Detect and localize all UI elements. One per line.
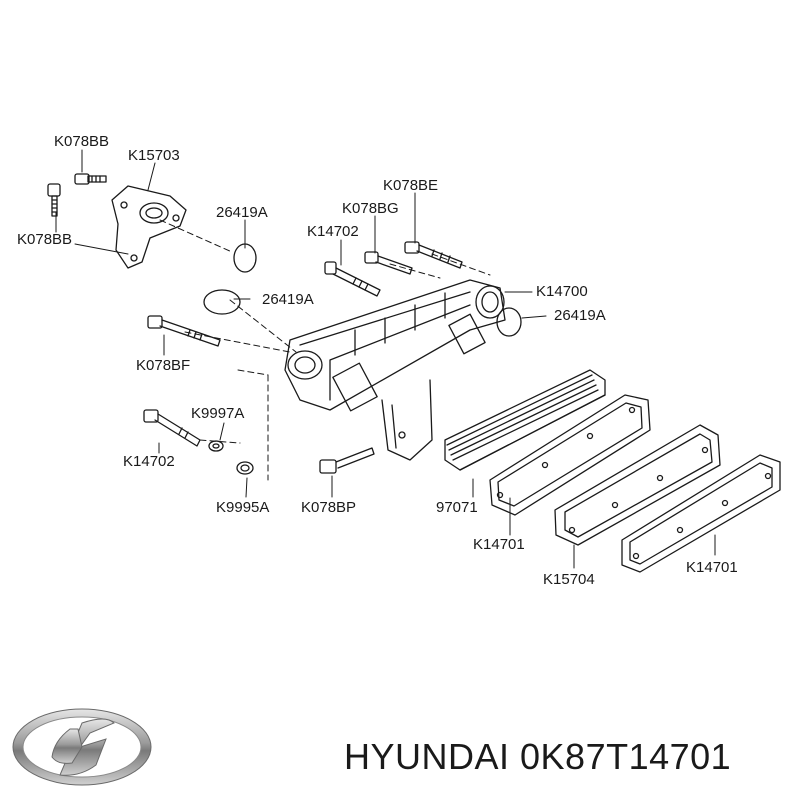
stud-k14702-top xyxy=(324,261,381,297)
callout-k078bb-top: K078BB xyxy=(54,133,110,150)
bolt-k078bb-top xyxy=(74,173,107,185)
callout-k078be: K078BE xyxy=(383,177,439,194)
callout-26419a-2: 26419A xyxy=(262,291,314,308)
cover-k15704 xyxy=(554,424,721,546)
bolt-k078bg xyxy=(364,251,413,275)
bolt-k078bp xyxy=(319,447,375,474)
callout-k078bg: K078BG xyxy=(342,200,399,217)
callout-k14702-top: K14702 xyxy=(307,223,359,240)
callout-k14701-2: K14701 xyxy=(686,559,738,576)
callout-k078bb-left: K078BB xyxy=(17,231,73,248)
cooler-core-97071 xyxy=(444,369,606,471)
callout-97071: 97071 xyxy=(436,499,478,516)
washer-k9997a xyxy=(208,440,224,452)
callout-k9997a: K9997A xyxy=(191,405,245,422)
washer-k9995a xyxy=(236,461,254,475)
callout-k14701-1: K14701 xyxy=(473,536,525,553)
callout-k15704: K15704 xyxy=(543,571,595,588)
callout-26419a-1: 26419A xyxy=(216,204,268,221)
flange-k15703 xyxy=(111,185,187,269)
exploded-parts-diagram xyxy=(47,149,781,573)
leader-lines xyxy=(55,149,716,569)
brand-footer: HYUNDAI 0K87T14701 xyxy=(0,690,800,800)
callout-26419a-3: 26419A xyxy=(554,307,606,324)
callout-k9995a: K9995A xyxy=(216,499,270,516)
cooler-housing-k14700 xyxy=(284,279,506,461)
o-ring-26419a-2 xyxy=(203,289,241,315)
part-number-caption: HYUNDAI 0K87T14701 xyxy=(344,736,732,777)
gasket-k14701-2 xyxy=(621,454,781,573)
callout-k078bp: K078BP xyxy=(301,499,357,516)
gasket-k14701-1 xyxy=(489,394,651,516)
bolt-k078bf xyxy=(147,315,221,347)
hyundai-logo xyxy=(12,708,152,786)
bolt-k078be xyxy=(404,241,463,269)
bolt-k078bb-left xyxy=(47,183,61,217)
callout-k078bf: K078BF xyxy=(136,357,191,374)
callout-k14702-bottom: K14702 xyxy=(123,453,175,470)
callout-k14700: K14700 xyxy=(536,283,588,300)
stud-k14702-bottom xyxy=(143,409,201,447)
callout-k15703: K15703 xyxy=(128,147,180,164)
o-ring-26419a-1 xyxy=(233,243,257,273)
